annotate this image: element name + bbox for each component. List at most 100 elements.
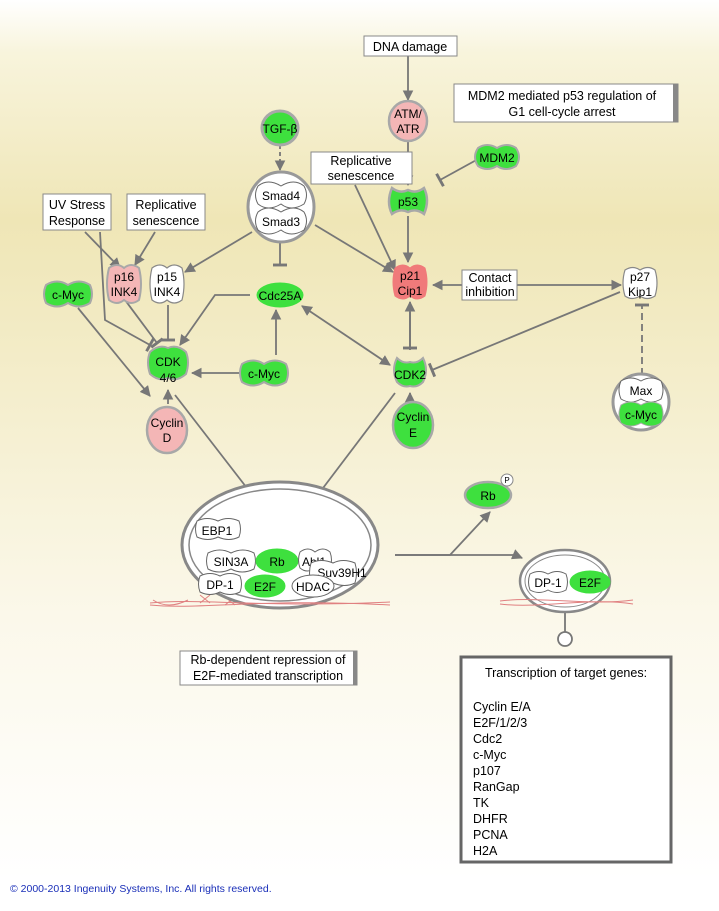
edge-end-circle xyxy=(557,631,573,647)
edge-p27-cdk2 xyxy=(427,291,621,378)
edge-smad-p21 xyxy=(314,224,394,273)
mdm2-label: MDM2 xyxy=(479,151,515,165)
cycline-label-1: Cyclin xyxy=(397,410,430,424)
p15-label-1: p15 xyxy=(157,270,177,284)
cdk46-label-1: CDK xyxy=(155,355,180,369)
tgf-label: TGF-β xyxy=(263,122,298,136)
max-label: Max xyxy=(630,384,653,398)
title-box-edge xyxy=(673,84,678,122)
node-p16-ink4[interactable]: p16 INK4 xyxy=(106,264,142,304)
sin3a-label: SIN3A xyxy=(214,555,249,569)
node-p27-kip1[interactable]: p27 Kip1 xyxy=(622,266,658,300)
repl-sen-1-line2: senescence xyxy=(328,169,395,183)
replicative-senescence-box-2 xyxy=(126,193,206,231)
node-cdk2[interactable]: CDK2 xyxy=(393,356,427,388)
ebp1-label: EBP1 xyxy=(202,524,233,538)
rb-dep-line2: E2F-mediated transcription xyxy=(193,669,343,683)
rb-free-label: Rb xyxy=(480,489,496,503)
node-p21-cip1[interactable]: p21 Cip1 xyxy=(392,264,428,300)
node-p15-ink4[interactable]: p15 INK4 xyxy=(149,264,185,304)
p16-label-2: INK4 xyxy=(111,285,138,299)
node-cdk4-6[interactable]: CDK 4/6 xyxy=(147,345,189,385)
phospho-label: P xyxy=(504,476,509,485)
cmyc-mid-label: c-Myc xyxy=(248,367,280,381)
cmyc-right-label: c-Myc xyxy=(625,408,657,422)
rb-complex-label: Rb xyxy=(269,555,285,569)
dna-damage-box xyxy=(363,35,458,57)
uv-line2: Response xyxy=(49,214,105,228)
edge-repl2-p16 xyxy=(134,231,156,266)
edge-cmyc-cyclind xyxy=(77,307,151,397)
atm-label-2: ATR xyxy=(396,122,419,136)
contact-line1: Contact xyxy=(468,271,512,285)
repl-sen-2-line2: senescence xyxy=(133,214,200,228)
dna-strand-left xyxy=(149,601,391,607)
edge-repl-p21 xyxy=(354,184,396,271)
target-gene-item: p107 xyxy=(473,764,501,778)
edge-cdc25a-cdk2 xyxy=(301,305,391,366)
rb-dependent-box-edge xyxy=(353,651,357,685)
p27-label-1: p27 xyxy=(630,270,650,284)
p53-label: p53 xyxy=(398,195,418,209)
p21-label-2: Cip1 xyxy=(398,284,423,298)
node-mdm2[interactable]: MDM2 xyxy=(474,144,520,170)
edge-p16-cdk46 xyxy=(124,299,164,349)
smad4-label: Smad4 xyxy=(262,189,300,203)
label-boxes: DNA damage MDM2 mediated p53 regulation … xyxy=(42,35,679,864)
e2f-right-label: E2F xyxy=(579,576,601,590)
cdk2-label: CDK2 xyxy=(394,368,426,382)
target-gene-item: Cyclin E/A xyxy=(473,700,531,714)
cycline-label-2: E xyxy=(409,426,417,440)
dp1-label: DP-1 xyxy=(206,578,234,592)
cdc25a-label: Cdc25A xyxy=(259,289,302,303)
cmyc-left-label: c-Myc xyxy=(52,288,84,302)
p16-label-1: p16 xyxy=(114,270,134,284)
node-cmyc-mid[interactable]: c-Myc xyxy=(239,359,289,387)
node-atm-atr[interactable]: ATM/ ATR xyxy=(387,99,429,143)
node-cmyc-left[interactable]: c-Myc xyxy=(43,280,93,308)
atm-label-1: ATM/ xyxy=(394,107,422,121)
node-cyclin-d[interactable]: Cyclin D xyxy=(145,405,189,455)
node-rb-free[interactable]: Rb P xyxy=(463,473,514,510)
replicative-senescence-box-1 xyxy=(310,151,413,185)
transcription-box xyxy=(459,655,673,864)
target-gene-item: PCNA xyxy=(473,828,508,842)
edge-uv-p16 xyxy=(84,231,121,269)
e2f-label: E2F xyxy=(254,580,276,594)
target-gene-item: E2F/1/2/3 xyxy=(473,716,527,730)
title-line1: MDM2 mediated p53 regulation of xyxy=(468,89,657,103)
p21-label-1: p21 xyxy=(400,269,420,283)
dna-damage-label: DNA damage xyxy=(373,40,447,54)
edge-smad-p15 xyxy=(184,231,253,273)
suv39h1-label: Suv39H1 xyxy=(317,566,367,580)
smad3-label: Smad3 xyxy=(262,215,300,229)
title-line2: G1 cell-cycle arrest xyxy=(509,105,616,119)
title-box xyxy=(453,83,679,123)
uv-stress-box xyxy=(42,193,112,231)
copyright-notice: © 2000-2013 Ingenuity Systems, Inc. All … xyxy=(10,883,272,895)
node-p53[interactable]: p53 xyxy=(387,186,429,216)
p27-label-2: Kip1 xyxy=(628,285,652,299)
node-rb-e2f-complex[interactable]: EBP1 SIN3A Rb Abl1 Suv39H1 DP-1 E2F HDAC xyxy=(149,480,391,610)
contact-line2: inhibition xyxy=(465,285,514,299)
node-dp1-e2f-complex[interactable]: DP-1 E2F xyxy=(499,548,634,614)
edge-mdm2-p53 xyxy=(435,157,481,188)
node-tgf-beta[interactable]: TGF-β xyxy=(260,109,300,147)
target-gene-item: RanGap xyxy=(473,780,520,794)
rb-dependent-box xyxy=(179,650,358,686)
edge-complex-dp1e2f xyxy=(395,549,523,560)
transcription-title: Transcription of target genes: xyxy=(485,666,647,680)
node-cdc25a[interactable]: Cdc25A xyxy=(256,282,304,308)
contact-inhibition-box xyxy=(461,269,518,301)
repl-sen-2-line1: Replicative xyxy=(135,198,196,212)
node-max-cmyc-complex[interactable]: Max c-Myc xyxy=(611,372,671,432)
dna-strand-right xyxy=(499,599,634,606)
node-cyclin-e[interactable]: Cyclin E xyxy=(391,400,435,450)
rb-dep-line1: Rb-dependent repression of xyxy=(191,653,346,667)
node-smad-complex[interactable]: Smad4 Smad3 xyxy=(246,170,316,244)
repl-sen-1-line1: Replicative xyxy=(330,154,391,168)
target-gene-item: DHFR xyxy=(473,812,508,826)
edge-cdk2-complex xyxy=(319,392,396,493)
cyclind-label-1: Cyclin xyxy=(151,416,184,430)
